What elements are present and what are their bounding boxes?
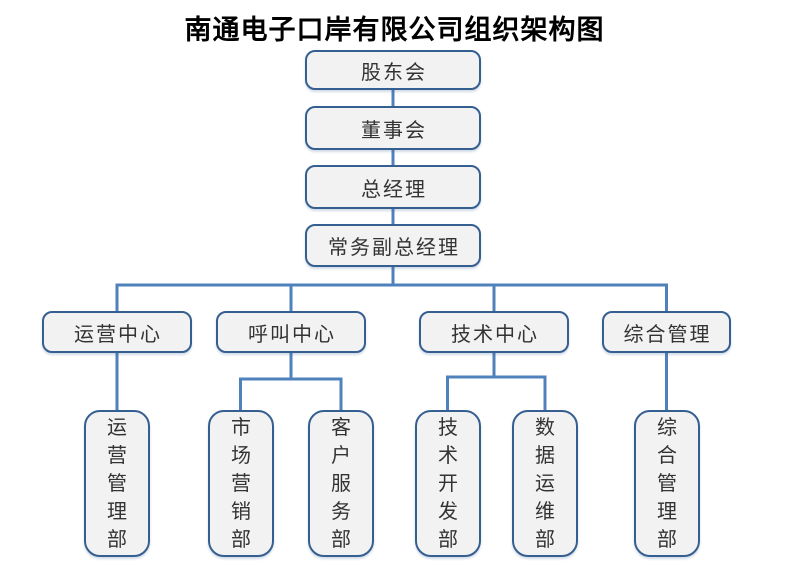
node-label: 综合管理 — [623, 323, 712, 346]
node-label: 数据运维部 — [535, 416, 555, 551]
node-marketing-dept: 市场营销部 — [208, 410, 274, 557]
node-technology-center: 技术中心 — [419, 311, 569, 353]
node-label: 运营管理部 — [107, 416, 127, 551]
node-label: 技术开发部 — [438, 416, 458, 551]
node-shareholders-meeting: 股东会 — [305, 50, 481, 90]
node-board-of-directors: 董事会 — [305, 106, 481, 150]
node-label: 综合管理部 — [657, 416, 677, 551]
node-operations-center: 运营中心 — [42, 311, 192, 353]
node-label: 市场营销部 — [231, 416, 251, 551]
page-title: 南通电子口岸有限公司组织架构图 — [184, 15, 605, 45]
node-general-management-dept: 综合管理部 — [634, 410, 700, 557]
node-label: 客户服务部 — [331, 416, 351, 551]
node-deputy-general-manager: 常务副总经理 — [305, 224, 481, 267]
node-label: 呼叫中心 — [248, 323, 336, 346]
node-data-operations-dept: 数据运维部 — [512, 410, 578, 557]
node-label: 董事会 — [361, 119, 427, 142]
node-operations-management-dept: 运营管理部 — [84, 410, 150, 557]
node-label: 技术中心 — [451, 323, 539, 346]
node-call-center: 呼叫中心 — [216, 311, 366, 353]
node-label: 总经理 — [361, 178, 427, 201]
node-label: 运营中心 — [74, 323, 162, 346]
node-general-management: 综合管理 — [602, 311, 731, 353]
node-label: 常务副总经理 — [328, 237, 460, 259]
node-general-manager: 总经理 — [305, 165, 481, 209]
node-customer-service-dept: 客户服务部 — [308, 410, 374, 557]
node-label: 股东会 — [361, 61, 427, 84]
node-technology-development-dept: 技术开发部 — [415, 410, 481, 557]
